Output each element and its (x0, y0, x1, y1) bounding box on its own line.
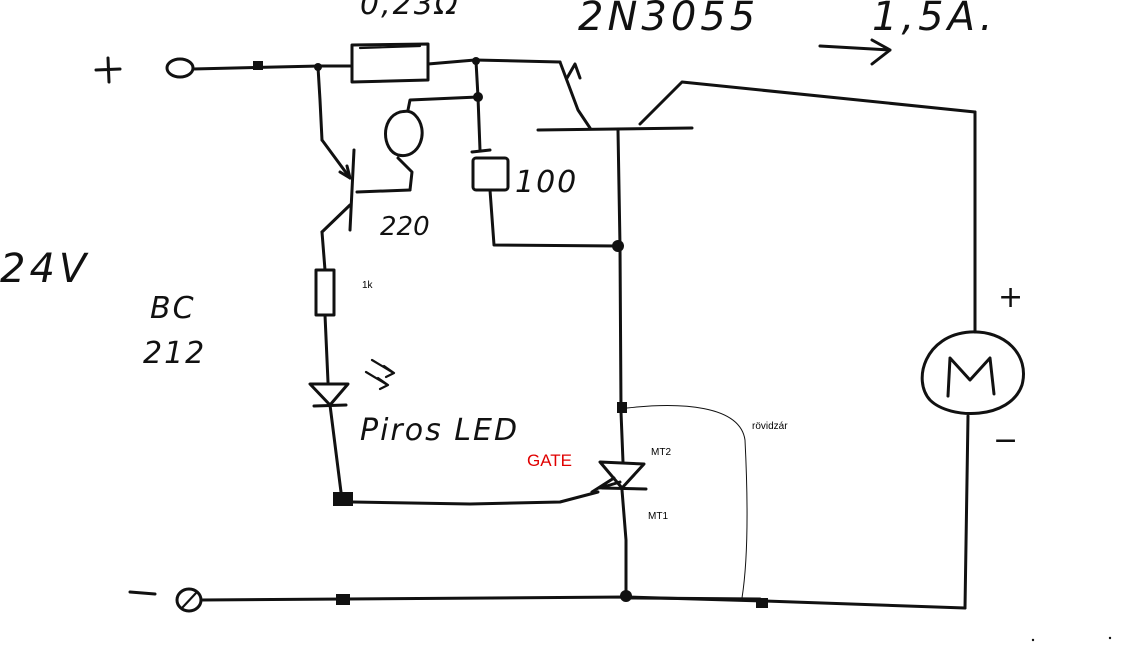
transistor-2n3055-label: 2N3055 (578, 0, 759, 40)
transistor-bc212 (320, 138, 356, 234)
current-arrow-icon (818, 38, 892, 66)
current-label: 1,5A. (872, 0, 996, 40)
motor-plus-label: + (998, 280, 1025, 315)
collector-wire (320, 230, 327, 272)
speck (1031, 638, 1035, 642)
transistor-2n3055 (536, 60, 977, 132)
top-rail-wire (191, 64, 352, 71)
emitter-wire (316, 65, 324, 142)
led-symbol (308, 358, 396, 408)
gate-node (333, 492, 353, 506)
speck (1108, 636, 1112, 640)
junction-node (253, 61, 263, 70)
short-circuit-wire (626, 405, 748, 599)
resistor-100 (470, 148, 510, 192)
rail-thick (628, 596, 762, 601)
rail-node (336, 594, 350, 605)
resistor-1k-label: 1k (362, 280, 374, 291)
supply-voltage-label: 24V (0, 246, 90, 292)
r100-wire-top (476, 95, 482, 152)
collector-rail (616, 128, 623, 412)
sense-wire (474, 59, 480, 99)
mt1-label: MT1 (648, 511, 668, 522)
base-link (355, 188, 412, 194)
gate-label: GATE (527, 451, 572, 470)
resistor-1k (314, 268, 336, 317)
mt1-wire (620, 488, 628, 594)
transistor-bc-label: BC (150, 291, 196, 326)
resistor-220-label: 220 (380, 212, 430, 242)
mt2-label: MT2 (651, 447, 671, 458)
r100-wire-bottom (488, 188, 620, 248)
junction-dot (620, 590, 632, 602)
base-wire (406, 95, 480, 112)
plus-terminal-symbol (94, 56, 195, 84)
shunt-wire (426, 58, 562, 66)
shunt-resistor-label: 0,23Ω (360, 0, 460, 22)
bottom-rail-wire (199, 595, 967, 610)
motor-minus-wire (963, 414, 970, 610)
triac-symbol (590, 460, 648, 494)
mt2-node (617, 402, 627, 413)
gate-wire-down (328, 403, 344, 502)
minus-terminal-symbol (128, 587, 203, 613)
motor-minus-label: − (993, 423, 1020, 458)
led-wire (323, 313, 330, 384)
mt2-wire (619, 410, 625, 464)
junction-dot (612, 240, 624, 252)
resistor-220 (384, 109, 424, 192)
gate-wire (351, 490, 600, 506)
resistor-100-label: 100 (515, 165, 578, 200)
shunt-resistor (350, 42, 430, 84)
motor-symbol (920, 330, 1025, 415)
transistor-bc-number-label: 212 (143, 336, 206, 371)
rail-node (756, 598, 768, 608)
short-circuit-label: rövidzár (752, 421, 788, 432)
led-label: Piros LED (360, 413, 519, 448)
